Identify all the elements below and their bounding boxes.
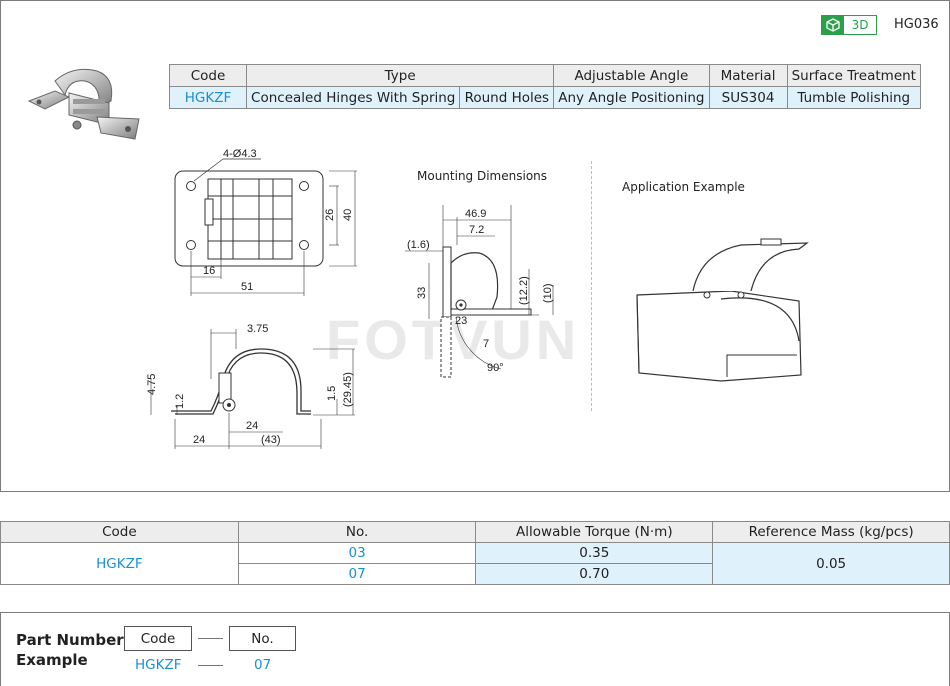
spec-header-code: Code [168, 64, 248, 87]
product-code: HG036 [894, 17, 939, 32]
part-number-title-line2: Example [16, 651, 88, 669]
3d-label: 3D [851, 18, 869, 32]
dim-4-75: 4.75 [146, 374, 158, 395]
dim-24-outer: 24 [193, 434, 205, 446]
spec-material-cell: SUS304 [708, 86, 788, 109]
dim-3-75: 3.75 [247, 323, 268, 335]
spec-table: Code Type Adjustable Angle Material Surf… [168, 64, 922, 109]
torque-value-cell: 0.70 [475, 563, 714, 585]
dim-51: 51 [241, 281, 253, 293]
front-view-drawing: 4-Ø4.3 26 40 16 51 [174, 148, 357, 296]
dim-33: 33 [416, 287, 428, 299]
dim-holes: 4-Ø4.3 [223, 148, 257, 160]
mass-value-cell: 0.05 [712, 542, 950, 585]
part-number-title: Part Number Example [16, 630, 124, 670]
dim-43: (43) [261, 434, 281, 446]
torque-no-cell[interactable]: 03 [237, 542, 477, 564]
product-panel: 3D HG036 Code Type Adjustable Angle Mat [0, 0, 950, 492]
torque-no-cell[interactable]: 07 [237, 563, 477, 585]
spec-type-cell: Concealed Hinges With Spring [246, 86, 461, 109]
spec-header-type: Type [246, 64, 555, 87]
dim-angle-90: 90° [487, 362, 504, 374]
dim-26: 26 [324, 209, 336, 221]
product-photo [25, 63, 143, 147]
spec-header-angle: Adjustable Angle [553, 64, 710, 87]
spec-hole-cell: Round Holes [459, 86, 555, 109]
mounting-view-drawing: 46.9 7.2 (1.6) 33 23 7 (12.2) (10) 90° [405, 205, 554, 378]
dim-1-5: 1.5 [326, 386, 338, 401]
part-no-value: 07 [254, 657, 272, 673]
dim-23: 23 [455, 315, 467, 327]
dim-7-2: 7.2 [469, 224, 484, 236]
dim-10: (10) [542, 283, 554, 303]
torque-header-code: Code [0, 521, 239, 543]
torque-header-no: No. [237, 521, 477, 543]
technical-drawings: FOTVUN 4-Ø4.3 26 [1, 141, 950, 491]
side-view-drawing: 3.75 4.75 1.2 1.5 (29.45) 24 24 (43) [146, 323, 355, 449]
dim-40: 40 [342, 209, 354, 221]
torque-table: Code No. Allowable Torque (N·m) Referenc… [0, 521, 950, 585]
torque-code-cell[interactable]: HGKZF [0, 542, 239, 585]
cube-icon [822, 16, 844, 34]
mounting-dimensions-title: Mounting Dimensions [417, 169, 548, 183]
torque-header-mass: Reference Mass (kg/pcs) [712, 521, 950, 543]
torque-value-cell: 0.35 [475, 542, 714, 564]
dim-16: 16 [203, 265, 215, 277]
drawing-divider [591, 161, 592, 411]
part-code-value: HGKZF [135, 657, 182, 673]
application-example-title: Application Example [622, 180, 745, 194]
dim-1-6: (1.6) [407, 239, 430, 251]
part-number-title-line1: Part Number [16, 631, 124, 649]
svg-text:FOTVUN: FOTVUN [326, 311, 580, 371]
part-number-panel: Part Number Example Code No. HGKZF 07 [0, 612, 950, 686]
spec-header-material: Material [708, 64, 788, 87]
part-code-box: Code [124, 626, 192, 651]
dim-12-2: (12.2) [518, 276, 530, 305]
part-separator [198, 638, 223, 639]
part-no-box: No. [229, 626, 296, 651]
3d-model-button[interactable]: 3D [821, 15, 877, 35]
dim-7: 7 [483, 338, 489, 350]
spec-angle-cell: Any Angle Positioning [553, 86, 710, 109]
part-value-separator [198, 665, 223, 666]
dim-24-inner: 24 [246, 420, 258, 432]
spec-surface-cell: Tumble Polishing [786, 86, 922, 109]
watermark-logo: FOTVUN [326, 311, 580, 371]
spec-code-cell[interactable]: HGKZF [168, 86, 248, 109]
dim-1-2: 1.2 [174, 394, 186, 409]
application-example-drawing [636, 238, 809, 382]
spec-header-surface: Surface Treatment [786, 64, 922, 87]
torque-header-torque: Allowable Torque (N·m) [475, 521, 714, 543]
dim-46-9: 46.9 [465, 208, 486, 220]
dim-29-45: (29.45) [342, 372, 354, 407]
